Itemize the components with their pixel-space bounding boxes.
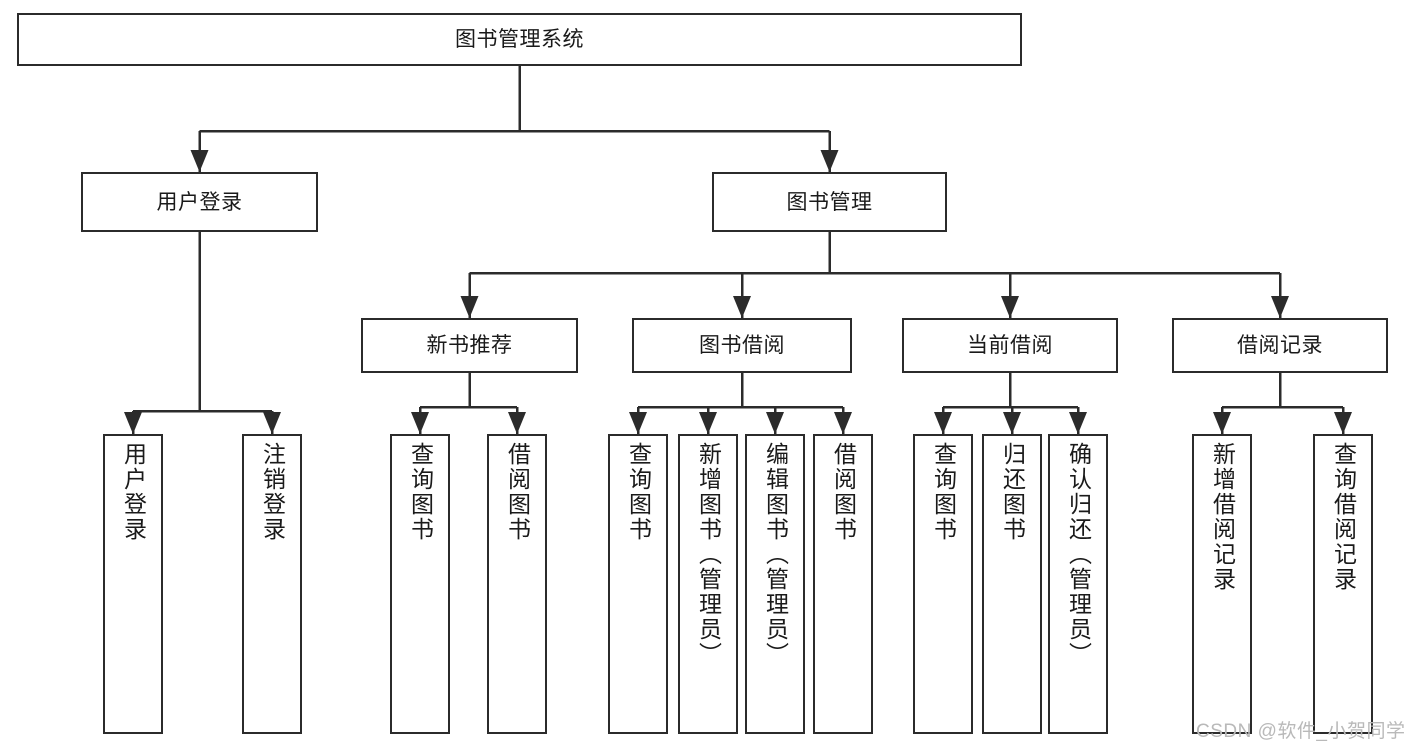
node-leaf-edit-book[interactable]: 编辑图书（管理员） <box>745 434 805 734</box>
node-leaf-query-book-1[interactable]: 查询图书 <box>390 434 450 734</box>
node-current-borrow[interactable]: 当前借阅 <box>902 318 1118 373</box>
node-label: 新书推荐 <box>426 334 513 357</box>
node-label: 用户登录 <box>120 442 147 542</box>
node-label: 借阅记录 <box>1237 334 1323 357</box>
node-leaf-query-book-3[interactable]: 查询图书 <box>913 434 973 734</box>
node-label: 借阅图书 <box>830 442 857 542</box>
edge-arrowhead <box>834 412 852 434</box>
node-label: 新增图书（管理员） <box>695 442 722 667</box>
node-label: 新增借阅记录 <box>1209 442 1236 592</box>
node-root[interactable]: 图书管理系统 <box>17 13 1022 66</box>
node-leaf-query-record[interactable]: 查询借阅记录 <box>1313 434 1373 734</box>
edge-arrowhead <box>411 412 429 434</box>
node-label: 图书管理 <box>786 190 873 214</box>
edge-arrowhead <box>766 412 784 434</box>
node-label: 当前借阅 <box>967 334 1053 357</box>
node-label: 图书管理系统 <box>455 28 584 51</box>
edge-arrowhead <box>699 412 717 434</box>
node-leaf-borrow-book-2[interactable]: 借阅图书 <box>813 434 873 734</box>
node-book-manage[interactable]: 图书管理 <box>712 172 947 232</box>
node-new-book-rec[interactable]: 新书推荐 <box>361 318 578 373</box>
node-leaf-user-login[interactable]: 用户登录 <box>103 434 163 734</box>
node-label: 编辑图书（管理员） <box>762 442 789 667</box>
edge-arrowhead <box>1271 296 1289 318</box>
node-leaf-confirm-return[interactable]: 确认归还（管理员） <box>1048 434 1108 734</box>
edge-arrowhead <box>508 412 526 434</box>
node-label: 用户登录 <box>156 190 243 214</box>
node-label: 查询图书 <box>407 442 434 542</box>
edge-arrowhead <box>934 412 952 434</box>
node-leaf-user-logout[interactable]: 注销登录 <box>242 434 302 734</box>
node-leaf-borrow-book-1[interactable]: 借阅图书 <box>487 434 547 734</box>
node-label: 注销登录 <box>259 442 286 542</box>
edge-arrowhead <box>629 412 647 434</box>
edge-arrowhead <box>1001 296 1019 318</box>
edge-arrowhead <box>263 412 281 434</box>
node-label: 图书借阅 <box>699 334 785 357</box>
node-label: 借阅图书 <box>504 442 531 542</box>
node-borrow-record[interactable]: 借阅记录 <box>1172 318 1388 373</box>
node-label: 查询图书 <box>625 442 652 542</box>
node-leaf-add-record[interactable]: 新增借阅记录 <box>1192 434 1252 734</box>
node-label: 查询图书 <box>930 442 957 542</box>
watermark-label: CSDN @软件_小贺同学 <box>1196 721 1405 742</box>
node-user-login[interactable]: 用户登录 <box>81 172 318 232</box>
edge-arrowhead <box>190 150 209 172</box>
node-leaf-add-book[interactable]: 新增图书（管理员） <box>678 434 738 734</box>
edge-arrowhead <box>1069 412 1087 434</box>
edge-arrowhead <box>1334 412 1352 434</box>
edge-arrowhead <box>820 150 839 172</box>
node-label: 确认归还（管理员） <box>1065 442 1092 667</box>
node-label: 归还图书 <box>999 442 1026 542</box>
edge-arrowhead <box>460 296 479 318</box>
edge-arrowhead <box>1003 412 1021 434</box>
edge-arrowhead <box>124 412 142 434</box>
edge-arrowhead <box>733 296 751 318</box>
node-leaf-query-book-2[interactable]: 查询图书 <box>608 434 668 734</box>
edge-arrowhead <box>1213 412 1231 434</box>
node-leaf-return-book[interactable]: 归还图书 <box>982 434 1042 734</box>
node-book-borrow[interactable]: 图书借阅 <box>632 318 852 373</box>
node-label: 查询借阅记录 <box>1330 442 1357 592</box>
